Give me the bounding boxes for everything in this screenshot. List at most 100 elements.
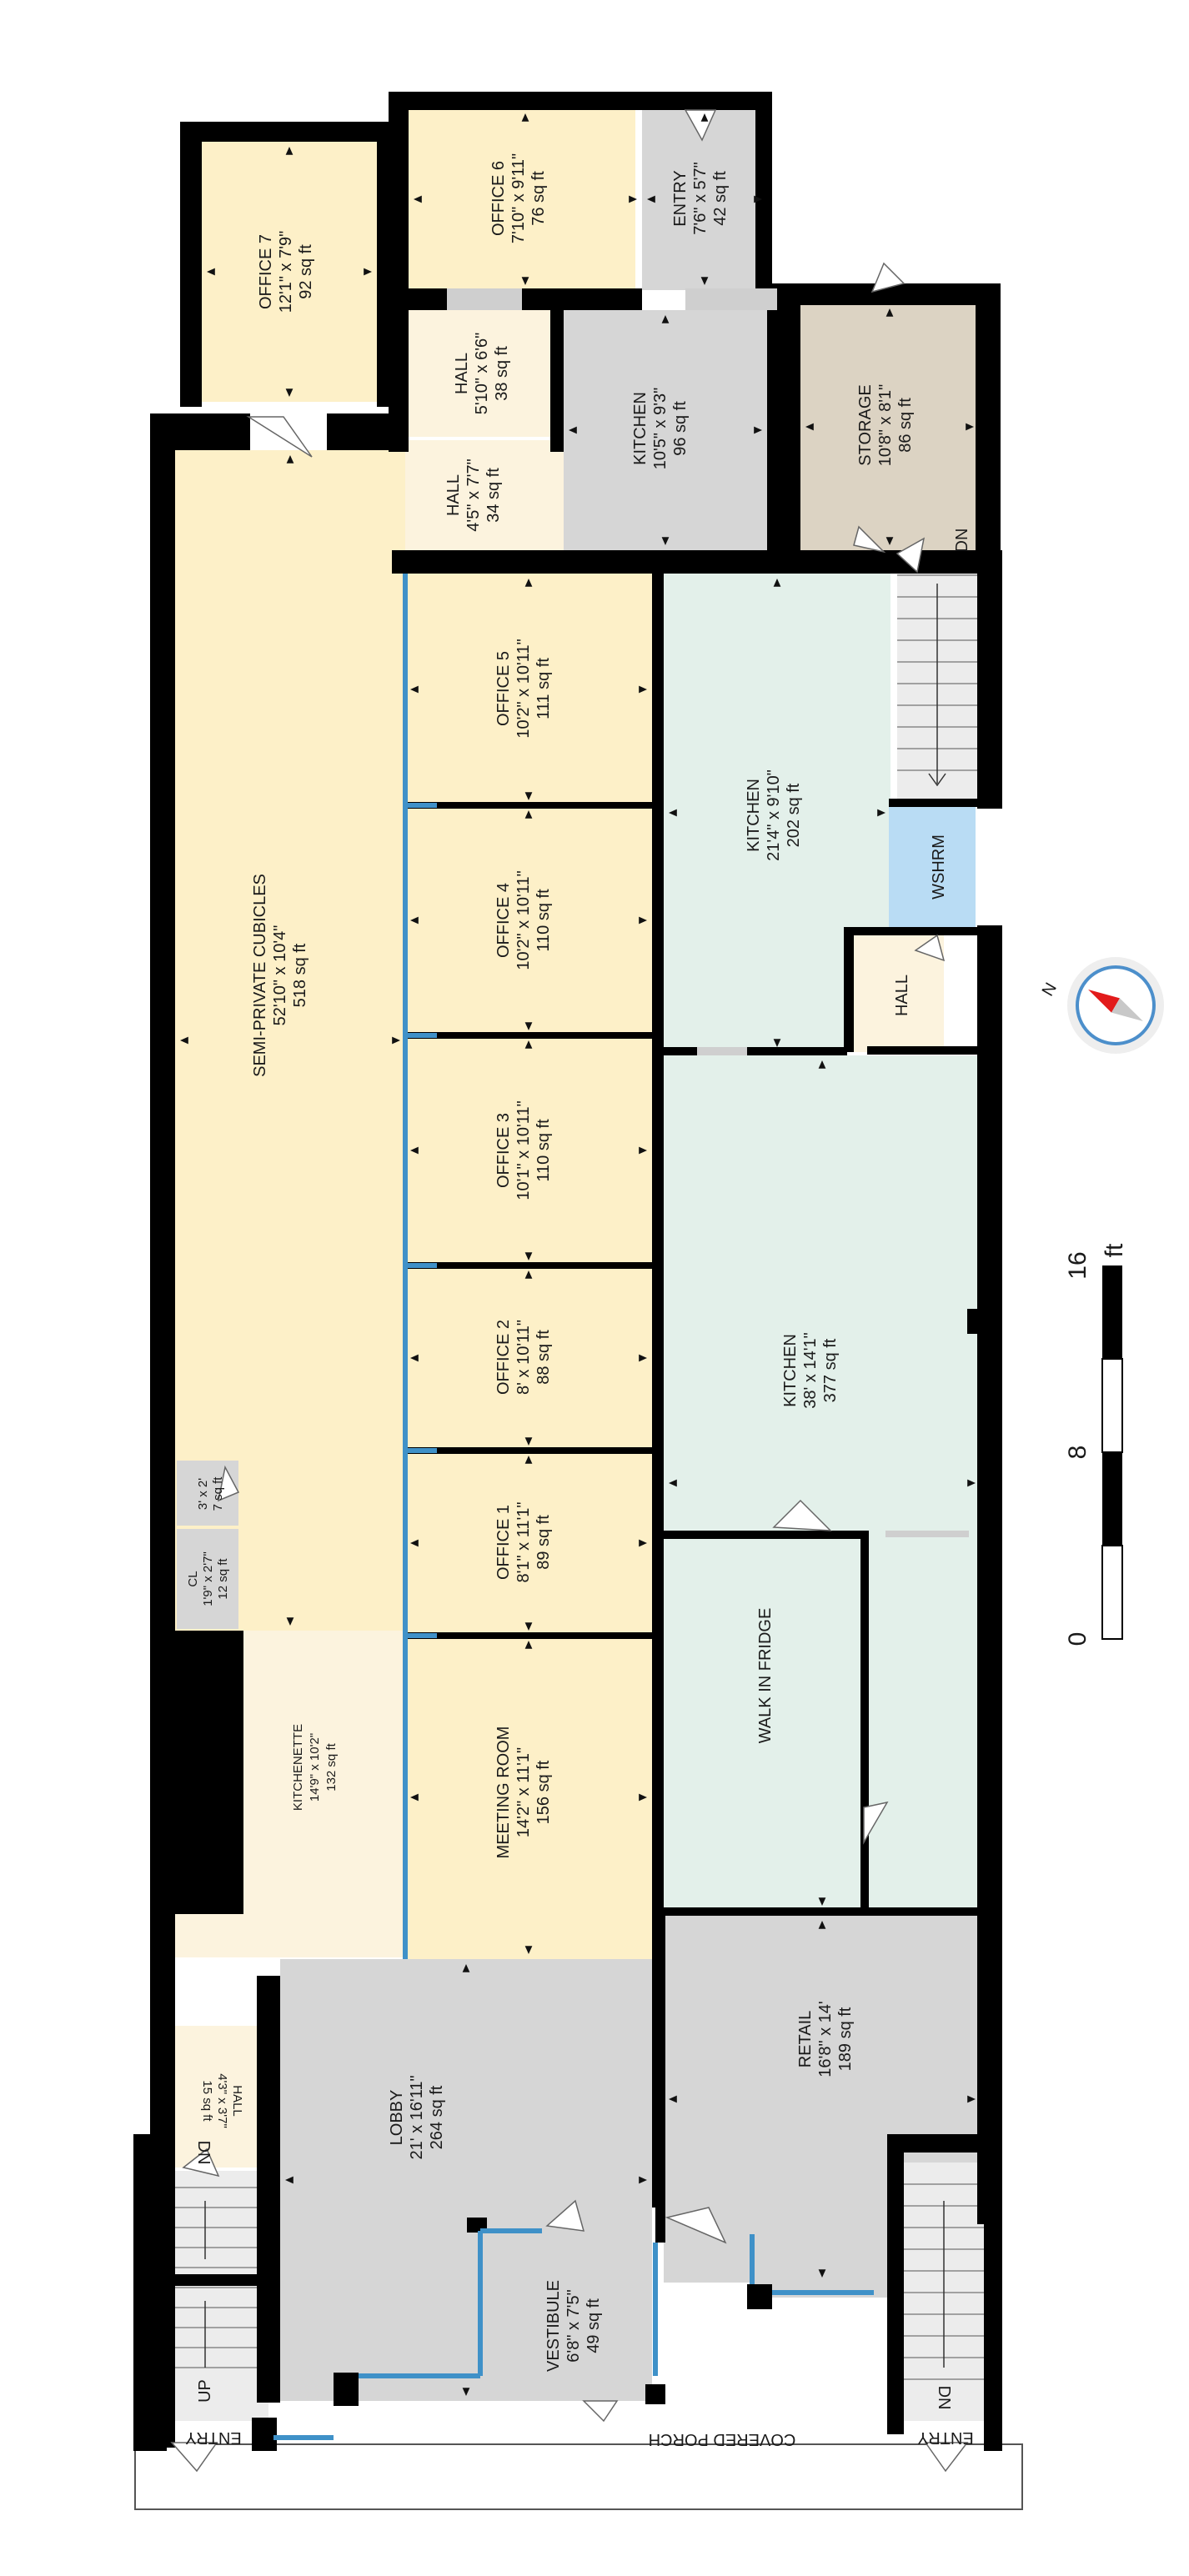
room-storage xyxy=(800,303,979,550)
dimension-arrow-icon xyxy=(524,1040,533,1049)
room-hall-b xyxy=(392,440,564,550)
room-office-7 xyxy=(202,142,377,402)
dimension-arrow-icon xyxy=(524,1270,533,1279)
dimension-arrow-icon xyxy=(639,1146,647,1155)
dimension-arrow-icon xyxy=(629,195,637,203)
dimension-arrow-icon xyxy=(207,268,215,276)
compass: N xyxy=(1039,957,1164,1054)
room-office-5 xyxy=(405,574,652,805)
dimension-arrow-icon xyxy=(364,268,372,276)
doors xyxy=(170,109,969,2473)
dimension-arrow-icon xyxy=(967,1479,976,1487)
label-kitchenette: KITCHENETTE 14'9" x 10'2" 132 sq ft xyxy=(291,1724,339,1811)
stair-left xyxy=(160,2171,268,2421)
svg-text:89 sq ft: 89 sq ft xyxy=(534,1515,553,1570)
svg-text:14'2" x 11'1": 14'2" x 11'1" xyxy=(514,1747,533,1837)
svg-text:16'8" x 14': 16'8" x 14' xyxy=(816,2001,835,2077)
label-office-3: OFFICE 3 10'1" x 10'11" 110 sq ft xyxy=(494,1100,553,1200)
dimension-arrow-icon xyxy=(462,1964,470,1972)
dimension-arrow-icon xyxy=(885,308,894,317)
stair-left-dn-label: DN xyxy=(194,2141,213,2165)
dimension-arrow-icon xyxy=(410,1793,419,1802)
svg-text:OFFICE 2: OFFICE 2 xyxy=(494,1320,513,1395)
room-wall-block xyxy=(175,1631,243,1914)
dimension-arrow-icon xyxy=(754,426,762,434)
dimension-arrow-icon xyxy=(410,685,419,694)
compass-needle-icon xyxy=(1088,990,1143,1021)
glass-walls xyxy=(273,574,874,2440)
dimension-arrow-icon xyxy=(524,1252,533,1260)
room-office-2 xyxy=(405,1265,652,1451)
label-office-7: OFFICE 7 12'1" x 7'9" 92 sq ft xyxy=(257,231,315,313)
svg-text:110 sq ft: 110 sq ft xyxy=(534,1119,553,1182)
svg-text:52'10" x 10'4": 52'10" x 10'4" xyxy=(271,925,289,1026)
svg-text:VESTIBULE: VESTIBULE xyxy=(544,2280,563,2372)
svg-text:KITCHEN: KITCHEN xyxy=(631,392,650,465)
svg-text:OFFICE 3: OFFICE 3 xyxy=(494,1113,513,1188)
svg-text:OFFICE 6: OFFICE 6 xyxy=(489,161,508,236)
svg-text:LOBBY: LOBBY xyxy=(388,2090,406,2146)
svg-text:KITCHEN: KITCHEN xyxy=(781,1334,800,1407)
dimension-arrow-icon xyxy=(805,423,814,431)
svg-text:MEETING ROOM: MEETING ROOM xyxy=(494,1727,513,1859)
svg-text:110 sq ft: 110 sq ft xyxy=(534,889,553,952)
svg-text:WSHRM: WSHRM xyxy=(930,834,948,900)
label-office-4: OFFICE 4 10'2" x 10'11" 110 sq ft xyxy=(494,870,553,970)
svg-text:KITCHENETTE: KITCHENETTE xyxy=(291,1724,305,1811)
dimension-arrow-icon xyxy=(700,277,709,285)
room-office-3 xyxy=(405,1035,652,1265)
room-office-4 xyxy=(405,805,652,1035)
label-closet-a: CL 1'9" x 2'7" 12 sq ft xyxy=(186,1551,230,1606)
svg-text:10'2" x 10'11": 10'2" x 10'11" xyxy=(514,870,533,970)
svg-text:88 sq ft: 88 sq ft xyxy=(534,1330,553,1385)
room-hall-a xyxy=(409,310,564,437)
room-walk-in-fridge xyxy=(667,1536,864,1909)
svg-text:OFFICE 7: OFFICE 7 xyxy=(257,234,275,309)
room-entry-top xyxy=(642,108,767,290)
svg-text:8' x 10'11": 8' x 10'11" xyxy=(514,1320,533,1395)
dimension-arrow-icon xyxy=(286,455,294,464)
label-hall-b: HALL 4'5" x 7'7" 34 sq ft xyxy=(444,459,503,531)
dimension-arrow-icon xyxy=(524,1022,533,1030)
dimension-arrow-icon xyxy=(639,1354,647,1362)
svg-text:HALL: HALL xyxy=(453,353,471,394)
room-washroom xyxy=(889,805,976,927)
dimension-arrow-icon xyxy=(180,1036,188,1045)
svg-text:1'9" x 2'7": 1'9" x 2'7" xyxy=(201,1551,215,1606)
svg-text:42 sq ft: 42 sq ft xyxy=(711,171,730,226)
dimension-arrow-icon xyxy=(754,195,762,203)
label-vestibule: VESTIBULE 6'8" x 7'5" 49 sq ft xyxy=(544,2280,603,2372)
svg-text:8'1" x 11'1": 8'1" x 11'1" xyxy=(514,1501,533,1582)
room-hall-d xyxy=(175,2026,267,2168)
dimension-arrow-icon xyxy=(885,537,894,545)
room-office-1 xyxy=(405,1451,652,1636)
walls xyxy=(133,92,1002,2451)
label-hall-c: HALL xyxy=(893,975,911,1016)
dimension-arrow-icon xyxy=(669,809,677,817)
compass-north-label: N xyxy=(1039,980,1061,1000)
stair-right-entry-label: ENTRY xyxy=(917,2428,973,2447)
svg-text:132 sq ft: 132 sq ft xyxy=(324,1742,339,1791)
room-closet-a xyxy=(177,1529,238,1629)
svg-text:10'8" x 8'1": 10'8" x 8'1" xyxy=(876,384,895,467)
svg-text:92 sq ft: 92 sq ft xyxy=(297,244,315,299)
svg-text:21' x 16'11": 21' x 16'11" xyxy=(408,2075,426,2159)
dimension-arrow-icon xyxy=(661,315,670,323)
svg-text:86 sq ft: 86 sq ft xyxy=(896,398,915,453)
dimension-arrow-icon xyxy=(639,1539,647,1547)
svg-text:7 sq ft: 7 sq ft xyxy=(211,1476,225,1511)
dimension-arrow-icon xyxy=(462,2388,470,2396)
svg-text:10'1" x 10'11": 10'1" x 10'11" xyxy=(514,1100,533,1200)
svg-text:KITCHEN: KITCHEN xyxy=(745,779,763,852)
svg-text:10'2" x 10'11": 10'2" x 10'11" xyxy=(514,639,533,738)
svg-text:202 sq ft: 202 sq ft xyxy=(785,783,803,847)
dimension-arrow-icon xyxy=(392,1036,400,1045)
stair-right-dn-label: DN xyxy=(935,2386,953,2410)
svg-text:STORAGE: STORAGE xyxy=(856,384,875,465)
stair-left-up-label: UP xyxy=(196,2379,214,2403)
svg-text:10'5" x 9'3": 10'5" x 9'3" xyxy=(651,388,670,470)
covered-porch-label: COVERED PORCH xyxy=(649,2430,796,2448)
svg-text:OFFICE 1: OFFICE 1 xyxy=(494,1505,513,1580)
dimension-arrow-icon xyxy=(639,685,647,694)
